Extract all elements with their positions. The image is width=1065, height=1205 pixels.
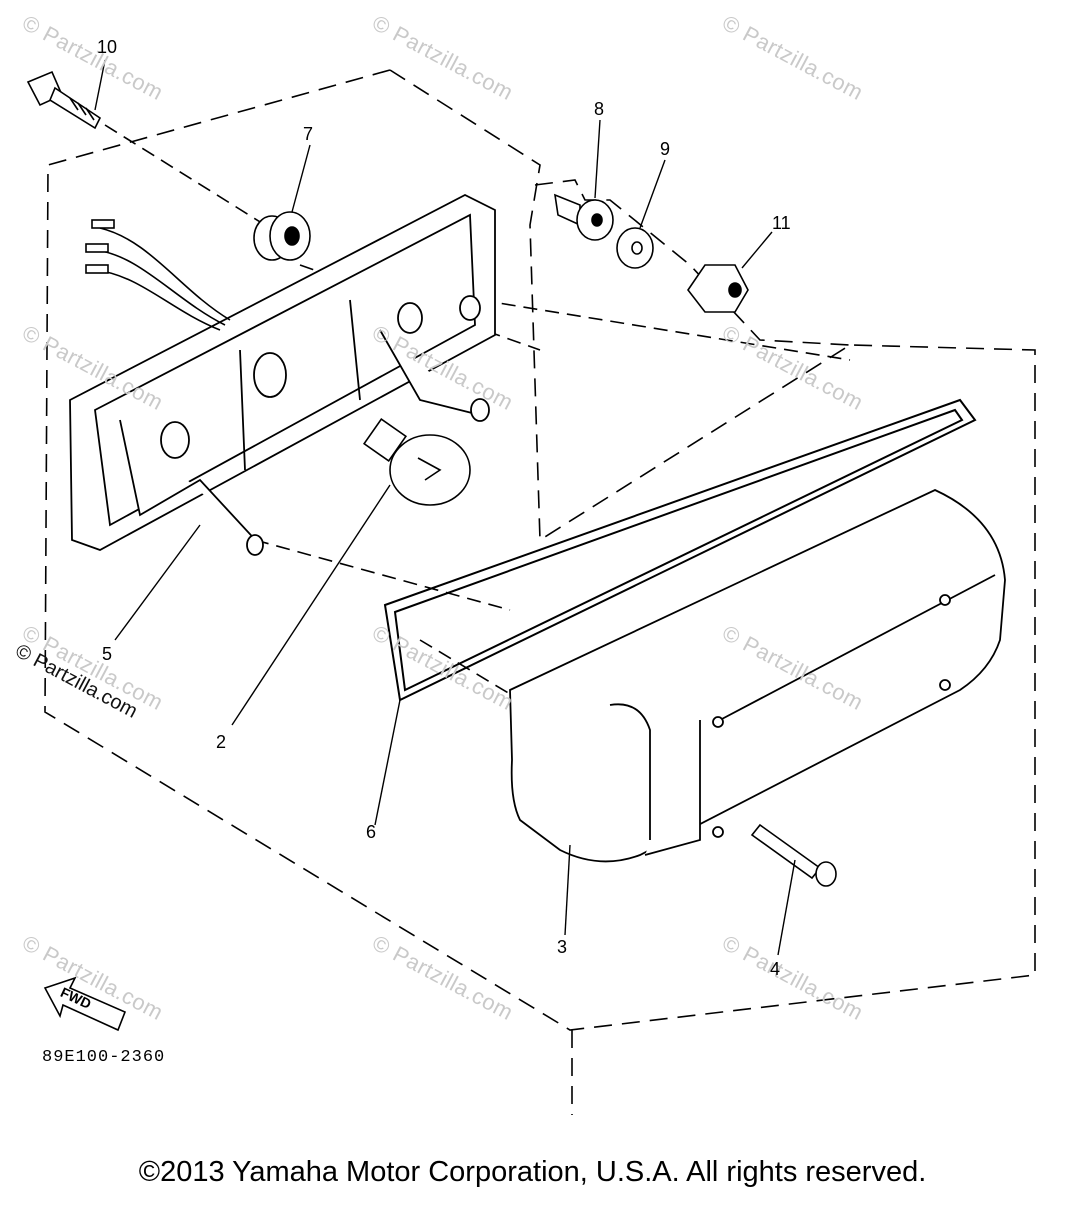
collar-part xyxy=(554,193,614,241)
housing-part xyxy=(69,193,496,556)
callout-11: 11 xyxy=(772,213,791,233)
callout-9: 9 xyxy=(660,139,671,159)
bulb-part xyxy=(362,417,471,506)
callout-10: 10 xyxy=(97,37,118,57)
callout-4: 4 xyxy=(770,959,781,979)
callout-2: 2 xyxy=(216,732,227,752)
wire-harness xyxy=(85,219,231,331)
washer-part xyxy=(616,227,654,269)
fwd-arrow-icon xyxy=(43,976,127,1032)
boundary-left xyxy=(44,69,1036,1031)
copyright-notice: ©2013 Yamaha Motor Corporation, U.S.A. A… xyxy=(138,1156,927,1188)
callout-3: 3 xyxy=(557,937,568,957)
diagram-code: 89E100-2360 xyxy=(42,1048,166,1067)
lens-part xyxy=(509,489,1006,863)
callout-leaders xyxy=(94,59,796,956)
bolt-part xyxy=(26,70,102,130)
callout-8: 8 xyxy=(594,99,605,119)
callout-6: 6 xyxy=(366,822,377,842)
nut-part xyxy=(687,264,749,313)
callout-7: 7 xyxy=(303,124,314,144)
boundary-right xyxy=(534,179,851,346)
grommet-part xyxy=(253,211,311,261)
screw-part xyxy=(750,823,837,887)
gasket-part xyxy=(383,398,977,702)
callout-5: 5 xyxy=(102,644,113,664)
